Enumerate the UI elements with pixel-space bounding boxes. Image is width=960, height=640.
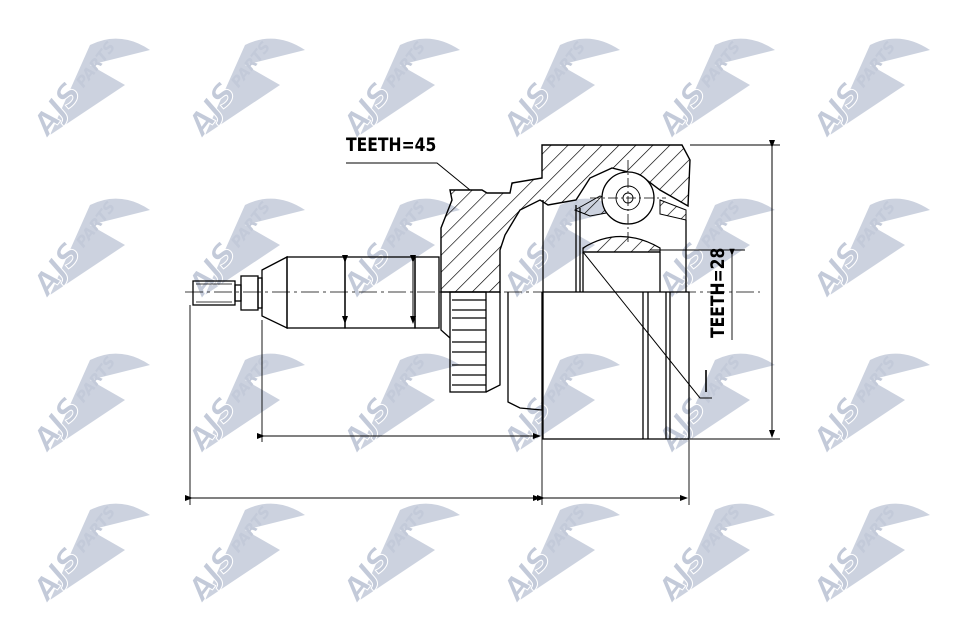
inner-teeth-label: TEETH=28 <box>707 247 729 338</box>
housing-section <box>440 144 691 293</box>
threaded-stub <box>192 275 263 311</box>
abs-ring <box>440 291 501 393</box>
outer-teeth-label: TEETH=45 <box>346 134 437 156</box>
